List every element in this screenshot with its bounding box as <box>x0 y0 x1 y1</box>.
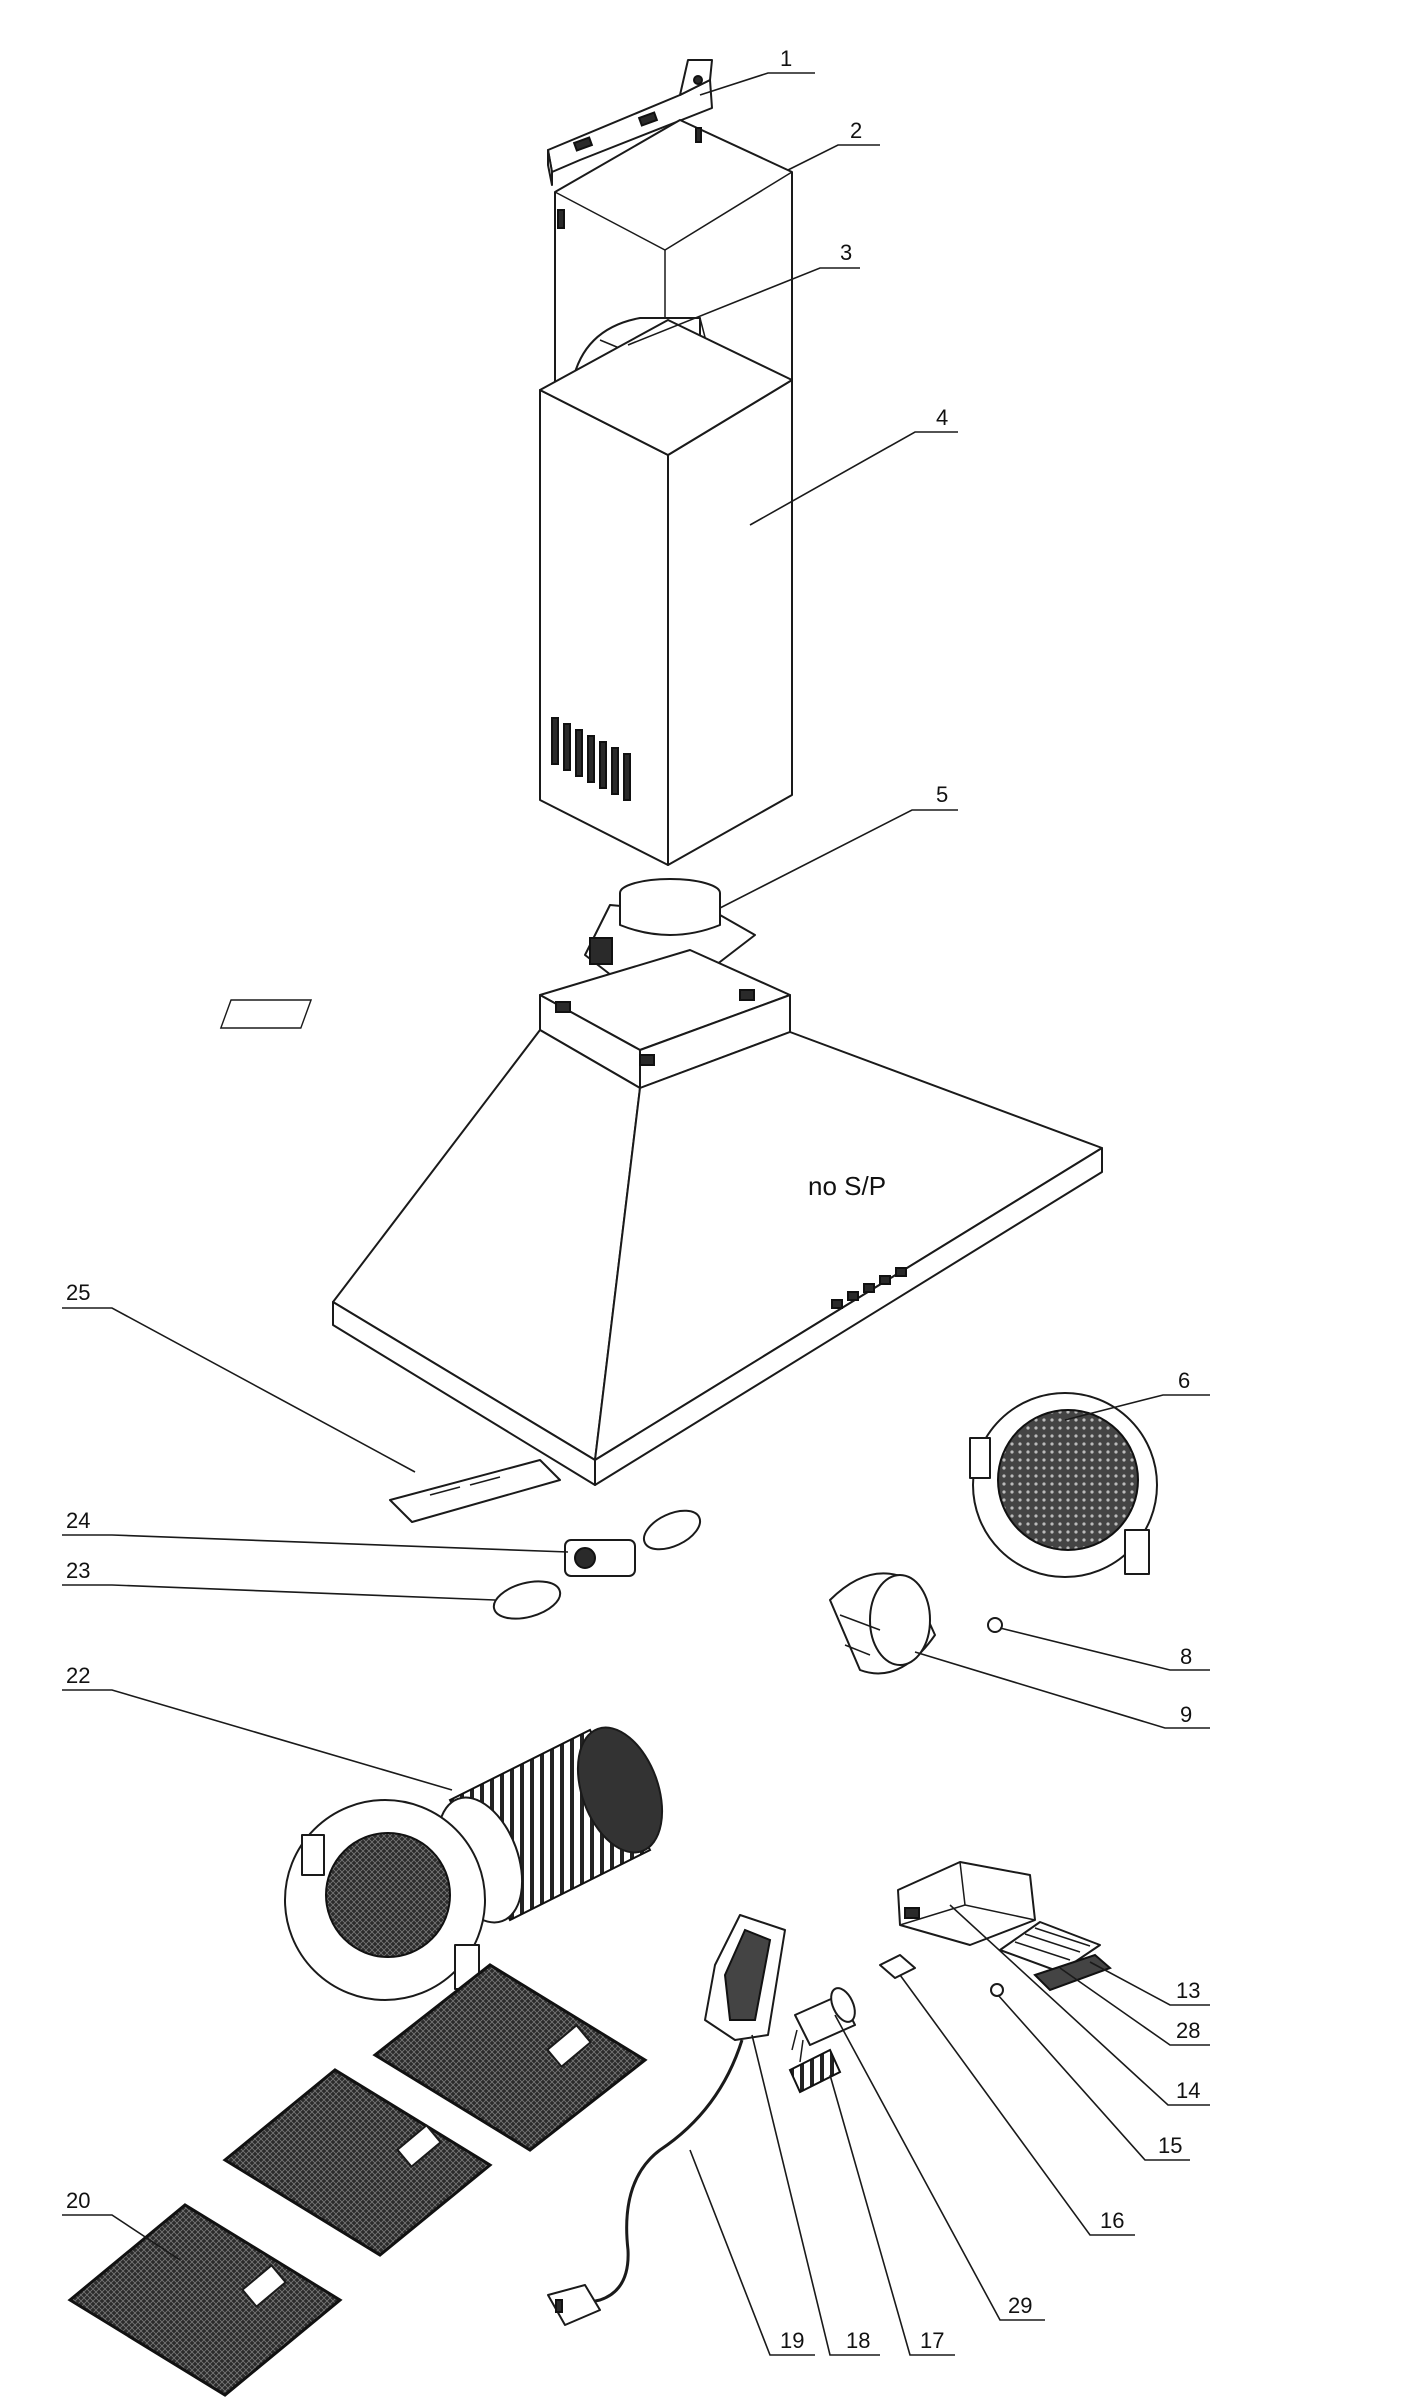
callout-20: 20 <box>66 2188 90 2213</box>
part-24-lamp-holder <box>564 1509 702 1577</box>
callout-6: 6 <box>1178 1368 1190 1393</box>
part-18-switch-box <box>704 1914 786 2041</box>
part-14-switch-block <box>897 1861 1036 1946</box>
callout-23: 23 <box>66 1558 90 1583</box>
callout-24: 24 <box>66 1508 90 1533</box>
part-6-grille-ring <box>969 1392 1158 1578</box>
callout-14: 14 <box>1176 2078 1200 2103</box>
callout-25: 25 <box>66 1280 90 1305</box>
part-9-motor <box>829 1572 936 1675</box>
callout-16: 16 <box>1100 2208 1124 2233</box>
callout-9: 9 <box>1180 1702 1192 1727</box>
callout-labels: 1 2 3 4 5 6 8 9 13 28 14 15 16 29 17 18 … <box>66 46 1200 2353</box>
part-8-screw <box>987 1617 1003 1633</box>
callout-3: 3 <box>840 240 852 265</box>
part-15-screw <box>990 1983 1004 1997</box>
part-16-washer <box>879 1954 916 1979</box>
part-13-connector-plate <box>1033 1953 1112 1992</box>
callout-18: 18 <box>846 2328 870 2353</box>
part-19-power-cord <box>547 2039 744 2326</box>
part-23-bulb <box>492 1580 562 1620</box>
callout-13: 13 <box>1176 1978 1200 2003</box>
part-17-spring <box>788 2048 842 2094</box>
callout-29: 29 <box>1008 2293 1032 2318</box>
hood-body: no S/P <box>219 949 1103 1486</box>
leader-lines <box>62 72 1210 2356</box>
vent-slots <box>551 717 631 801</box>
part-22-blower <box>284 1726 664 2001</box>
part-29-capacitor <box>791 1987 856 2063</box>
callout-17: 17 <box>920 2328 944 2353</box>
part-25-light-cover <box>389 1459 561 1523</box>
no-sp-note: no S/P <box>808 1171 886 1201</box>
callout-1: 1 <box>780 46 792 71</box>
control-buttons <box>831 1267 907 1309</box>
callout-19: 19 <box>780 2328 804 2353</box>
callout-28: 28 <box>1176 2018 1200 2043</box>
callout-4: 4 <box>936 405 948 430</box>
part-1-bracket <box>547 59 713 186</box>
part-20-grease-filters <box>67 1963 648 2397</box>
part-28-terminal <box>999 1921 1101 1973</box>
callout-22: 22 <box>66 1663 90 1688</box>
callout-5: 5 <box>936 782 948 807</box>
callout-8: 8 <box>1180 1644 1192 1669</box>
part-4-lower-chimney <box>539 319 793 866</box>
callout-2: 2 <box>850 118 862 143</box>
callout-15: 15 <box>1158 2133 1182 2158</box>
